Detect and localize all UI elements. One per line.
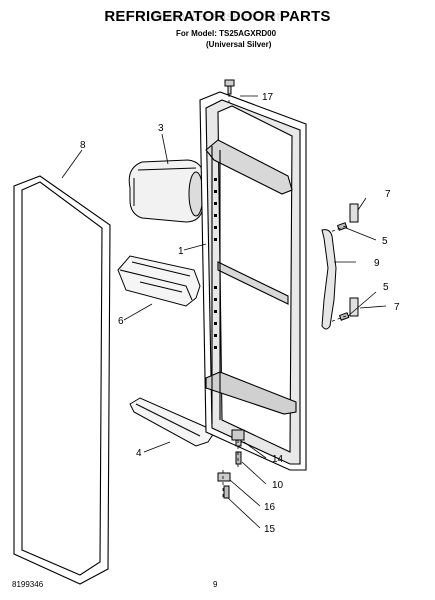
callout-1: 1 — [178, 246, 184, 257]
part-handle — [321, 229, 337, 330]
model-line: For Model: TS25AGXRD00 — [176, 29, 277, 38]
part-gasket — [13, 175, 111, 585]
callout-9: 9 — [374, 258, 380, 269]
callout-6: 6 — [118, 316, 124, 327]
part-stop-screw — [235, 451, 242, 465]
part-hinge-screw — [223, 485, 230, 499]
page-number: 9 — [213, 580, 218, 589]
part-top-screw — [224, 79, 235, 95]
part-bottom-shelf — [129, 397, 217, 447]
part-dairy-bin — [128, 159, 204, 223]
callout-17: 17 — [262, 92, 274, 103]
door-rail-holes — [214, 178, 217, 349]
callout-5-lower: 5 — [383, 282, 389, 293]
watermark-text: AppliancePartsPros.com — [151, 9, 284, 23]
callout-3: 3 — [158, 123, 164, 134]
part-door — [199, 91, 307, 471]
part-hinge — [217, 472, 231, 482]
callout-7-lower: 7 — [394, 302, 400, 313]
callout-8: 8 — [80, 140, 86, 151]
callout-10: 10 — [272, 480, 284, 491]
page-title: REFRIGERATOR DOOR PARTS — [104, 8, 331, 25]
callout-5-upper: 5 — [382, 236, 388, 247]
part-door-shelf — [117, 255, 201, 307]
callout-16: 16 — [264, 502, 276, 513]
callout-14: 14 — [272, 454, 284, 465]
callout-4: 4 — [136, 448, 142, 459]
alignment-lines — [222, 94, 347, 500]
callout-7-upper: 7 — [385, 189, 391, 200]
part-handle-cap-upper — [349, 203, 359, 223]
document-number: 8199346 — [12, 580, 44, 589]
color-line: (Universal Silver) — [206, 40, 272, 49]
callout-15: 15 — [264, 524, 276, 535]
leader-lines — [61, 95, 387, 529]
